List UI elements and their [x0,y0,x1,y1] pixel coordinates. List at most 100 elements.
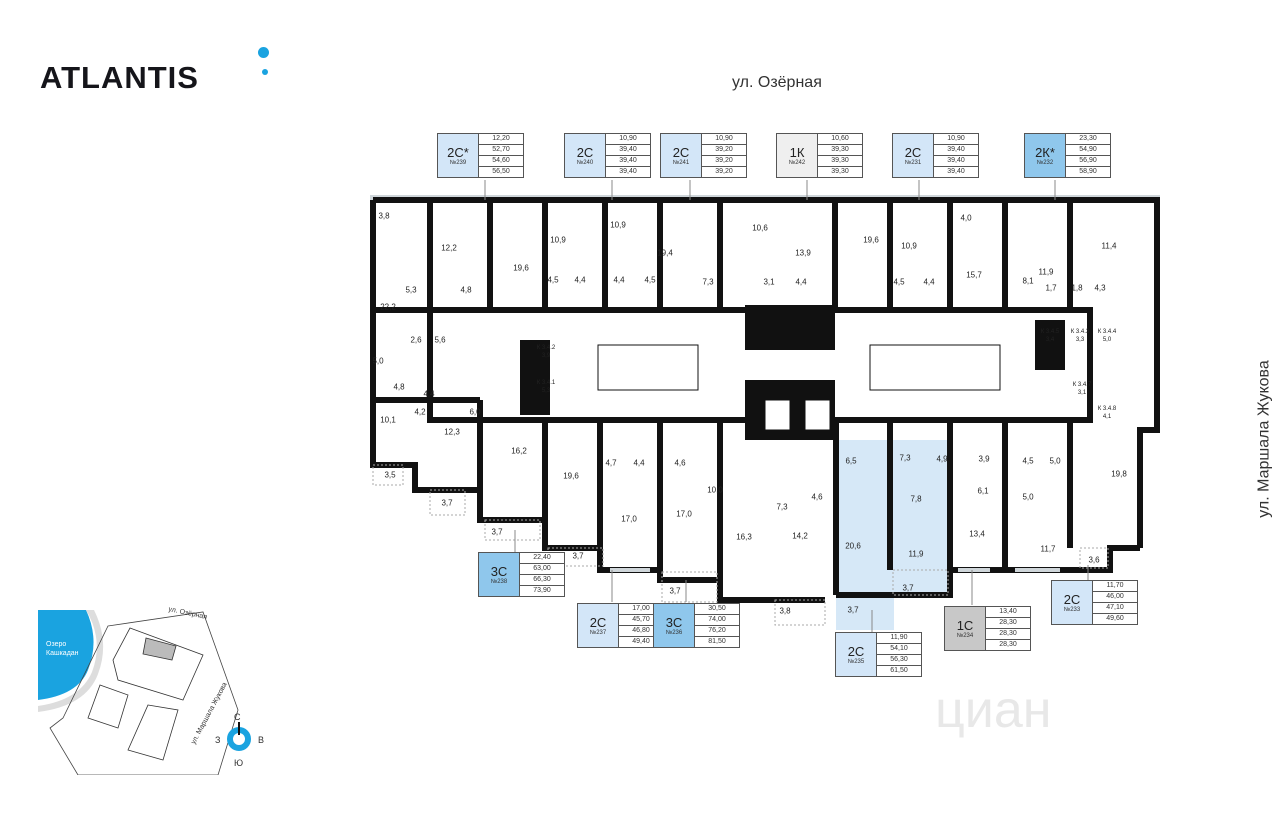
apartment-number: №240 [576,160,594,166]
compass-north: С [234,712,241,722]
room-area-label: 10,9 [901,241,917,251]
atlantis-logo: ATLANTIS [40,60,199,95]
room-area-label: 7,8 [910,494,922,504]
storage-area: 3,4 [1045,337,1055,343]
apartment-area-value: 39,40 [934,145,978,156]
room-area-label: 5,0 [1049,456,1061,466]
room-area-label: 12,2 [441,243,457,253]
apartment-number: №239 [449,160,467,166]
room-area-label: 7,3 [776,502,788,512]
apartment-area-value: 39,30 [831,168,849,175]
storage-area: 5,3 [541,388,551,394]
room-area-label: 5,0 [372,356,384,366]
room-area-label: 5,3 [405,285,417,295]
apartment-area-value: 22,40 [520,553,564,564]
apartment-type: 2С [847,644,865,659]
apartment-area-value: 39,40 [606,156,650,167]
room-area-label: 19,6 [563,471,579,481]
room-area-label: 8,1 [1022,276,1034,286]
room-area-label: 1,8 [1071,283,1083,293]
room-area-label: 3,8 [779,606,791,616]
room-area-label: 11,4 [1101,241,1117,251]
apartment-number: №232 [1036,160,1054,166]
apartment-type: 2К* [1035,145,1055,160]
room-area-label: 17,0 [621,514,637,524]
apartment-number: №234 [956,633,974,639]
room-area-label: 4,5 [547,275,559,285]
storage-area: 3,3 [1075,337,1085,343]
apartment-area-value: 56,90 [1066,156,1110,167]
storage-code: К 3.4.8 [1097,406,1117,412]
room-area-label: 4,5 [1022,456,1034,466]
apartment-type: 3С [490,564,508,579]
apartment-number: №238 [490,579,508,585]
apartment-area-value: 39,30 [818,145,862,156]
storage-room-label: К 3.4.1 5,3 [537,379,556,395]
apartment-type: 2С [904,145,922,160]
apartment-area-value: 23,30 [1066,134,1110,145]
compass-west: З [215,735,221,745]
apartment-area-value: 28,30 [999,641,1017,648]
room-area-label: 4,8 [460,285,472,295]
apartment-area-value: 47,10 [1093,603,1137,614]
apartment-area-value: 39,40 [934,156,978,167]
room-area-label: 4,4 [613,275,625,285]
room-area-label: 4,4 [574,275,586,285]
apartment-area-value: 54,10 [877,644,921,655]
apartment-area-value: 28,30 [986,618,1030,629]
room-area-label: 4,8 [393,382,405,392]
apartment-area-value: 11,90 [877,633,921,644]
apartment-area-value: 61,50 [890,667,908,674]
storage-code: К 3.4.1 [536,380,556,386]
apartment-type-box: 2С*№239 [438,134,479,177]
street-label-top: ул. Озёрная [732,74,822,91]
apartment-type-box: 2К*№232 [1025,134,1066,177]
room-area-label: 7,3 [702,277,714,287]
apartment-area-value: 39,20 [702,145,746,156]
room-area-label: 16,2 [511,446,527,456]
room-area-label: 3,9 [978,454,990,464]
storage-code: К 3.4.2 [536,345,556,351]
apartment-area-value: 56,50 [492,168,510,175]
room-area-label: 10,9 [550,235,566,245]
apartment-area-value: 81,50 [708,638,726,645]
room-area-label: 4,5 [893,277,905,287]
room-area-label: 3,7 [491,527,503,537]
room-area-label: 3,7 [441,498,453,508]
room-area-label: 5,0 [1022,492,1034,502]
apartment-number: №233 [1063,607,1081,613]
room-area-label: 4,6 [811,492,823,502]
apartment-area-value: 12,20 [479,134,523,145]
room-area-label: 3,5 [384,470,396,480]
watermark: циан [935,681,1052,739]
lake-shape [38,610,94,700]
apartment-type: 1К [789,145,805,160]
apartment-area-value: 10,90 [934,134,978,145]
apartment-leaders [484,180,1089,632]
highlight-balcony-235 [836,595,894,630]
room-area-label: 15,7 [966,270,982,280]
room-area-label: 3,7 [902,583,914,593]
apartment-area-value: 10,90 [702,134,746,145]
